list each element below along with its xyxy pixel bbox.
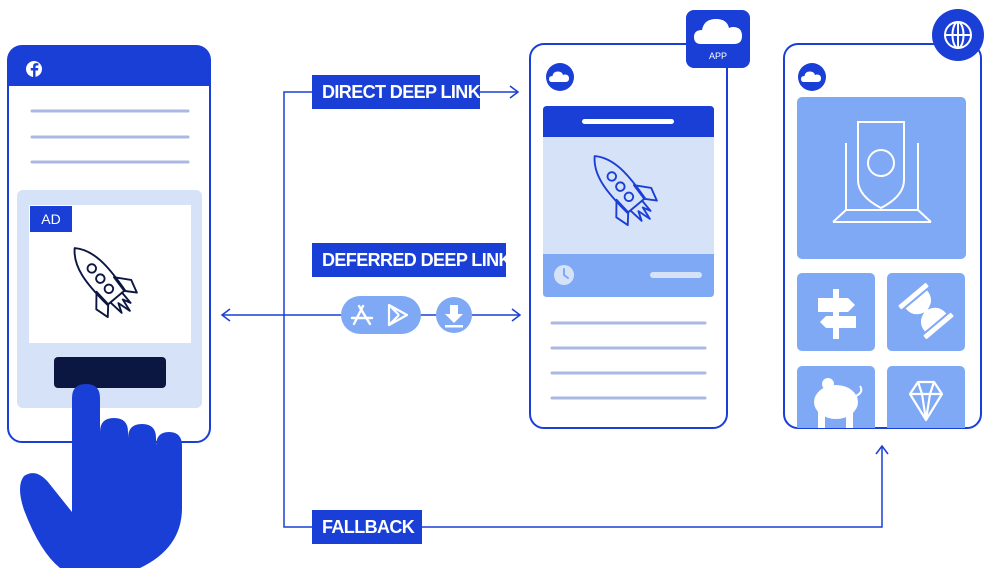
fallback-label: FALLBACK <box>312 510 422 544</box>
rocket-icon <box>73 247 138 318</box>
phone-web <box>783 43 982 429</box>
app-store-icon <box>350 304 374 326</box>
signpost-icon <box>818 289 856 339</box>
rocket-icon <box>593 155 658 226</box>
phone-facebook <box>7 45 211 443</box>
app-text-lines <box>550 321 707 400</box>
cloud-icon <box>694 19 742 44</box>
shield-icon <box>832 121 932 223</box>
pointing-hand-icon <box>20 384 182 568</box>
cloud-icon <box>546 63 574 91</box>
connector-lines <box>220 85 889 528</box>
deferred-deep-link-label: DEFERRED DEEP LINK <box>312 243 512 277</box>
cloud-icon <box>798 63 826 91</box>
facebook-icon <box>26 61 42 77</box>
hourglass-icon <box>898 282 954 340</box>
diamond-icon <box>908 380 944 422</box>
play-store-icon <box>387 303 409 327</box>
download-icon <box>436 297 472 333</box>
direct-deep-link-label: DIRECT DEEP LINK <box>312 75 481 109</box>
clock-icon <box>554 265 574 285</box>
phone-app <box>529 43 728 429</box>
app-badge <box>686 10 750 68</box>
ad-badge: AD <box>30 206 72 232</box>
app-badge-label: APP <box>708 51 727 61</box>
feed-text-lines <box>30 109 190 164</box>
ad-cta-button[interactable] <box>54 357 166 388</box>
store-pill <box>341 296 421 334</box>
globe-icon <box>932 9 984 61</box>
piggy-bank-icon <box>814 378 863 428</box>
